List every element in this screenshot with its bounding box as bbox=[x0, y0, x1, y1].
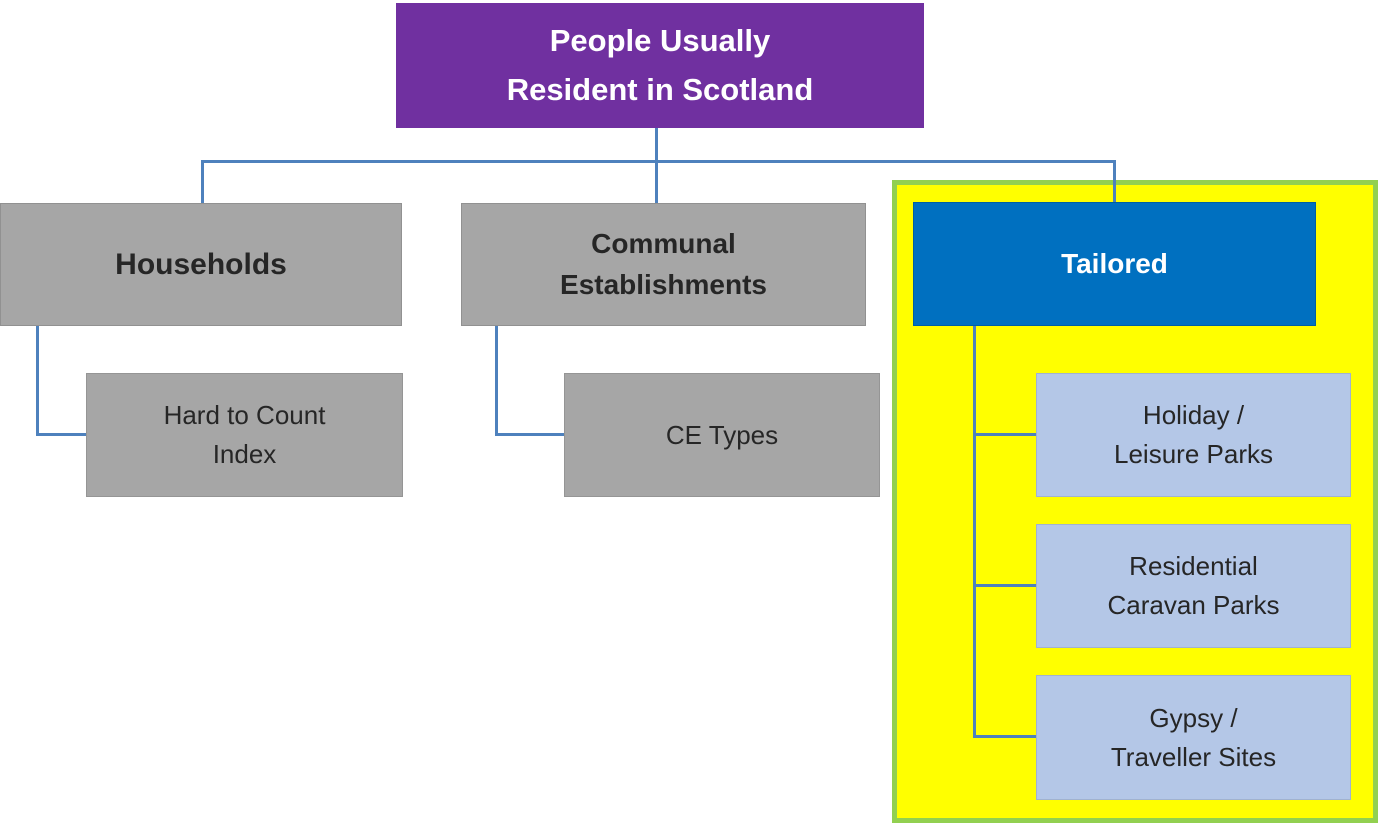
connector-communal-child-vertical bbox=[495, 326, 498, 436]
connector-households-child-horizontal bbox=[36, 433, 86, 436]
branch-node-communal-establishments: Communal Establishments bbox=[461, 203, 866, 326]
leaf-node-holiday-leisure-parks: Holiday / Leisure Parks bbox=[1036, 373, 1351, 497]
connector-tailored-gypsy bbox=[973, 735, 1036, 738]
leaf-node-gypsy-traveller-sites: Gypsy / Traveller Sites bbox=[1036, 675, 1351, 800]
connector-drop-communal bbox=[655, 160, 658, 204]
connector-households-child-vertical bbox=[36, 326, 39, 436]
connector-root-stub bbox=[655, 128, 658, 162]
connector-tailored-children-vertical bbox=[973, 326, 976, 738]
root-node-people-usually-resident: People Usually Resident in Scotland bbox=[396, 3, 924, 128]
connector-drop-households bbox=[201, 160, 204, 204]
leaf-node-hard-to-count-index: Hard to Count Index bbox=[86, 373, 403, 497]
connector-main-horizontal bbox=[201, 160, 1116, 163]
connector-tailored-residential bbox=[973, 584, 1036, 587]
branch-node-tailored: Tailored bbox=[913, 202, 1316, 326]
leaf-node-ce-types: CE Types bbox=[564, 373, 880, 497]
connector-drop-tailored bbox=[1113, 160, 1116, 204]
connector-communal-child-horizontal bbox=[495, 433, 564, 436]
leaf-node-residential-caravan-parks: Residential Caravan Parks bbox=[1036, 524, 1351, 648]
branch-node-households: Households bbox=[0, 203, 402, 326]
connector-tailored-holiday bbox=[973, 433, 1036, 436]
